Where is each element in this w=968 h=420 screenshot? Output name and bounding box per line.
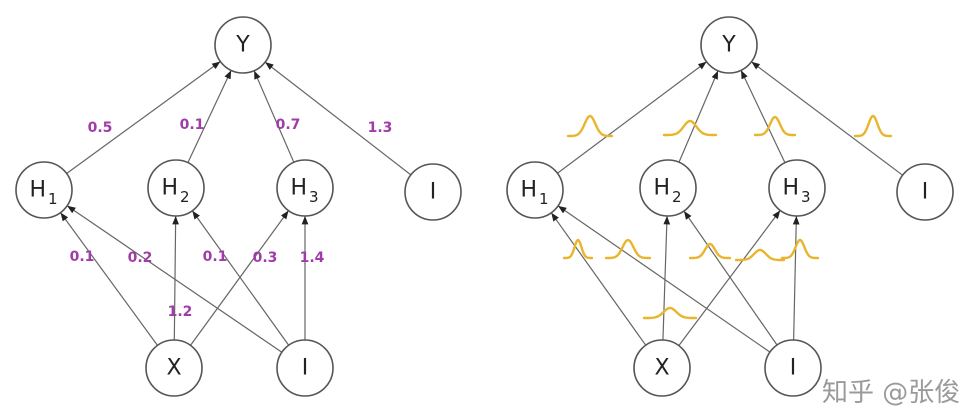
- node-label: X: [654, 356, 669, 381]
- edge-x-to-h2: [662, 215, 671, 341]
- node-label: H: [29, 178, 46, 203]
- node-label: Y: [721, 33, 736, 58]
- node-y: Y: [214, 16, 272, 74]
- edge-b0-to-h1: [557, 205, 771, 353]
- weight-label: 0.5: [88, 120, 113, 136]
- node-b0: I: [764, 339, 822, 397]
- weight-label: 0.1: [203, 249, 228, 265]
- edge-h1-to-y: [66, 61, 221, 174]
- node-label: I: [790, 356, 797, 381]
- weight-distribution-icon: [562, 238, 594, 260]
- watermark: 知乎 @张俊: [822, 378, 961, 408]
- node-label: I: [302, 356, 309, 381]
- edge-b0-to-h2: [191, 210, 290, 346]
- weight-distribution-icon: [566, 114, 614, 138]
- weight-label: 0.2: [128, 250, 153, 266]
- node-label: H: [653, 176, 670, 201]
- edge-h2-to-y: [187, 70, 232, 163]
- node-subscript: 2: [180, 188, 190, 206]
- node-label: H: [782, 176, 799, 201]
- weight-distribution-icon: [734, 248, 786, 262]
- edge-b1-to-y: [264, 61, 412, 176]
- edge-x-to-h2: [172, 215, 179, 341]
- node-b1: I: [404, 163, 462, 221]
- weight-distribution-icon: [688, 242, 732, 260]
- node-label: H: [290, 176, 307, 201]
- node-label: Y: [235, 33, 250, 58]
- weight-distribution-icon: [642, 306, 698, 320]
- weight-distribution-icon: [780, 238, 820, 260]
- edge-x-to-h1: [60, 212, 158, 346]
- edge-b1-to-y: [751, 61, 903, 176]
- node-subscript: 1: [48, 190, 58, 208]
- weight-label: 0.7: [276, 117, 301, 133]
- edge-x-to-h3: [678, 210, 781, 346]
- edge-b0-to-h3: [792, 215, 800, 341]
- node-subscript: 3: [801, 188, 811, 206]
- node-x: X: [633, 339, 691, 397]
- edge-h2-to-y: [678, 70, 719, 163]
- edge-h3-to-y: [740, 70, 786, 163]
- weight-distribution-icon: [662, 119, 718, 137]
- node-x: X: [145, 339, 203, 397]
- edge-h3-to-y: [253, 70, 295, 163]
- node-subscript: 1: [539, 190, 549, 208]
- node-subscript: 3: [309, 188, 319, 206]
- node-label: I: [922, 180, 929, 205]
- node-subscript: 2: [672, 188, 682, 206]
- weight-label: 0.1: [70, 249, 95, 265]
- weight-distribution-icon: [753, 115, 797, 137]
- weight-label: 1.3: [368, 120, 393, 136]
- weight-label: 0.3: [253, 250, 278, 266]
- edge-b0-to-h2: [683, 210, 778, 346]
- edge-x-to-h1: [550, 212, 647, 346]
- node-b0: I: [276, 339, 334, 397]
- node-label: I: [430, 180, 437, 205]
- weight-label: 1.4: [300, 250, 325, 266]
- node-label: X: [166, 356, 181, 381]
- edge-h1-to-y: [557, 61, 707, 174]
- weight-distribution-icon: [604, 238, 652, 260]
- weight-label: 1.2: [168, 304, 193, 320]
- weight-distribution-icon: [853, 114, 893, 138]
- edge-x-to-h3: [189, 210, 290, 346]
- node-label: H: [161, 176, 178, 201]
- node-label: H: [520, 178, 537, 203]
- weight-label: 0.1: [180, 117, 205, 133]
- node-b1: I: [896, 163, 954, 221]
- node-y: Y: [700, 16, 758, 74]
